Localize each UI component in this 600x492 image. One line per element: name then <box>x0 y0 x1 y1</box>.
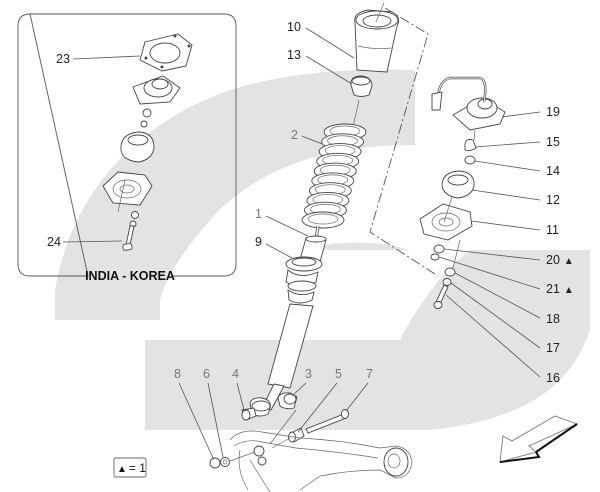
part-1-shock-absorber <box>299 225 327 263</box>
part-11-mount-plate <box>419 203 473 241</box>
callout-9: 9 <box>255 235 262 249</box>
callout-16: 16 <box>546 371 560 385</box>
part-18-washer <box>444 267 456 277</box>
inset-washer-lower <box>131 211 139 219</box>
callout-5: 5 <box>335 367 342 381</box>
part-13-bump-stop <box>350 75 373 97</box>
callout-6: 6 <box>203 367 210 381</box>
triangle-marker-icon: ▲ <box>564 256 574 267</box>
callout-24: 24 <box>47 235 61 249</box>
callout-4: 4 <box>232 367 239 381</box>
lower-control-arm <box>229 430 413 492</box>
part-5-spacer <box>288 427 305 443</box>
inset-part-23-plate <box>139 33 193 72</box>
inset-bolt-24 <box>122 225 135 251</box>
callout-11: 11 <box>546 223 559 237</box>
shock-body-tube <box>249 303 314 417</box>
callout-21: 21▲ <box>546 282 574 296</box>
callout-2: 2 <box>291 128 298 142</box>
callout-14: 14 <box>546 164 560 178</box>
arrow-down-left-icon <box>499 415 579 463</box>
part-14-washer <box>464 155 476 165</box>
part-4-bushing <box>241 407 257 421</box>
part-17-washer <box>442 278 452 286</box>
part-3-bushing <box>277 392 298 410</box>
inset-lower-plate <box>102 171 153 206</box>
callout-13: 13 <box>287 48 301 62</box>
callout-20: 20▲ <box>546 253 574 267</box>
callout-23: 23 <box>56 52 70 66</box>
inset-panel: INDIA - KOREA <box>17 13 237 283</box>
inset-washer <box>140 120 148 128</box>
part-2-coil-spring <box>301 123 367 229</box>
part-19-top-mount-with-sensor <box>431 76 506 131</box>
legend-box: ▲= 1 <box>113 457 147 478</box>
part-12-rubber-mount <box>441 170 475 199</box>
part-21-washer <box>430 253 440 261</box>
part-10-dust-boot <box>354 9 400 73</box>
svg-text:▲= 1: ▲= 1 <box>117 461 146 475</box>
callout-19: 19 <box>546 105 560 119</box>
callout-3: 3 <box>305 367 312 381</box>
part-8-nut <box>209 457 221 469</box>
callout-10: 10 <box>287 20 301 34</box>
inset-rubber-mount <box>120 131 155 163</box>
callout-7: 7 <box>366 367 373 381</box>
callout-8: 8 <box>174 367 181 381</box>
triangle-marker-icon: ▲ <box>117 464 127 475</box>
inset-top-mount <box>132 75 181 105</box>
part-16-bolt <box>433 284 449 309</box>
callout-1: 1 <box>255 207 262 221</box>
callout-labels: 10 13 2 1 9 19 15 14 12 11 20▲ 21▲ 18 17… <box>174 20 574 459</box>
spring-coil <box>301 211 345 229</box>
spring-coil-inner <box>307 213 339 225</box>
inset-nut <box>142 108 152 118</box>
part-6-washer <box>220 457 230 467</box>
part-7-bolt <box>305 409 349 434</box>
callout-17: 17 <box>546 341 560 355</box>
part-20-nut <box>433 244 445 254</box>
callout-18: 18 <box>546 312 560 326</box>
assembly-centerline <box>369 7 439 277</box>
part-15-nut <box>464 139 477 152</box>
triangle-marker-icon: ▲ <box>564 285 574 296</box>
part-9-rubber-stack <box>285 256 323 304</box>
legend-text: = 1 <box>129 461 146 475</box>
inset-title: INDIA - KOREA <box>85 269 175 283</box>
callout-15: 15 <box>546 135 560 149</box>
callout-12: 12 <box>546 193 560 207</box>
